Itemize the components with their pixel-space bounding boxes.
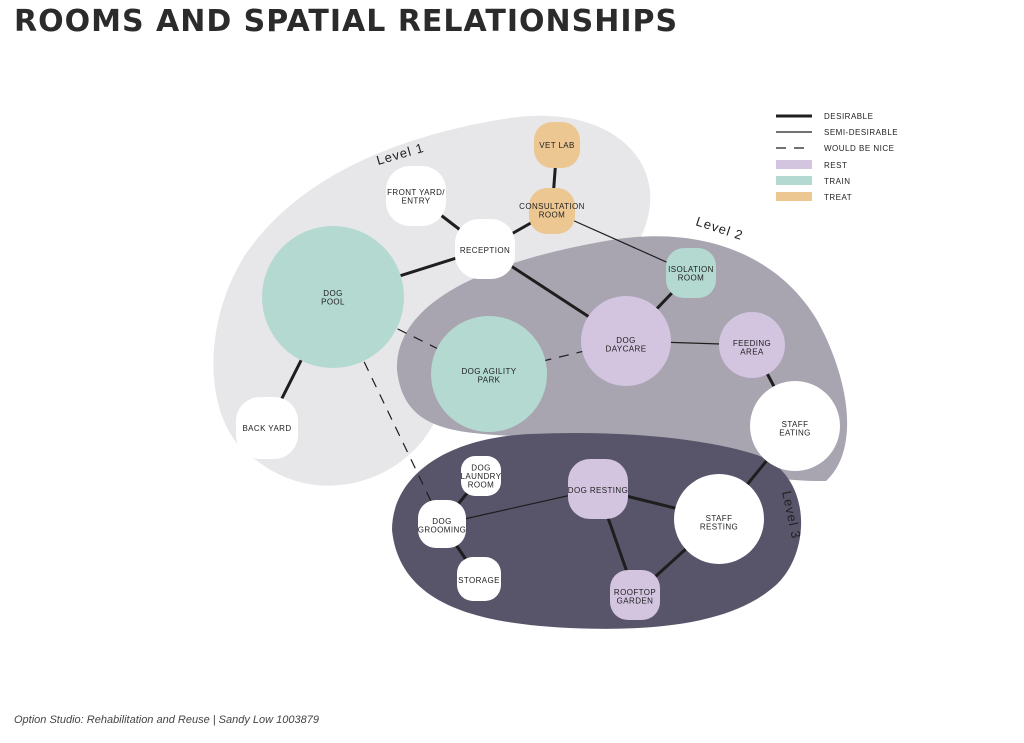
node-vet-lab-label: VET LAB (539, 141, 575, 150)
legend-treat-swatch (776, 192, 812, 201)
node-reception-label: RECEPTION (460, 246, 510, 255)
legend-desirable-label: DESIRABLE (824, 112, 873, 121)
node-back-yard: BACK YARD (236, 397, 298, 459)
legend-would-be-nice-label: WOULD BE NICE (824, 144, 895, 153)
node-dog-resting-label: DOG RESTING (568, 486, 628, 495)
legend-rest-swatch (776, 160, 812, 169)
legend-treat-label: TREAT (824, 193, 852, 202)
legend: DESIRABLE SEMI-DESIRABLE WOULD BE NICE R… (776, 112, 898, 202)
legend-train-swatch (776, 176, 812, 185)
node-storage-label: STORAGE (458, 576, 500, 585)
legend-rest-label: REST (824, 161, 847, 170)
node-front-yard: FRONT YARD/ENTRY (386, 166, 446, 226)
node-front-yard-label: FRONT YARD/ENTRY (387, 188, 445, 206)
node-storage: STORAGE (457, 557, 501, 601)
level-2-label: Level 2 (694, 214, 745, 243)
node-vet-lab: VET LAB (534, 122, 580, 168)
legend-semi-desirable-label: SEMI-DESIRABLE (824, 128, 898, 137)
node-back-yard-label: BACK YARD (242, 424, 291, 433)
node-dog-resting: DOG RESTING (568, 459, 628, 519)
footer-credit: Option Studio: Rehabilitation and Reuse … (14, 714, 319, 726)
page-title: ROOMS AND SPATIAL RELATIONSHIPS (14, 4, 679, 39)
legend-train-label: TRAIN (824, 177, 851, 186)
node-reception: RECEPTION (455, 219, 515, 279)
